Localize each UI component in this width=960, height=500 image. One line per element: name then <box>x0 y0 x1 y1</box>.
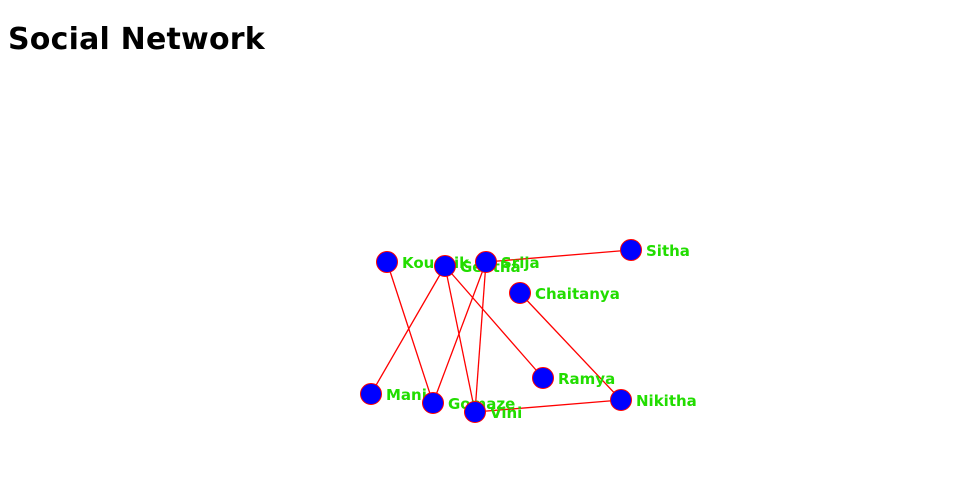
node-vini[interactable]: Vini <box>464 401 523 423</box>
node-circle-sitha[interactable] <box>620 239 642 261</box>
node-circle-vini[interactable] <box>464 401 486 423</box>
node-mani[interactable]: Mani <box>360 383 427 405</box>
node-label-srija: Srija <box>501 254 540 272</box>
edge-vini-nikitha <box>474 399 622 413</box>
node-label-ramya: Ramya <box>558 370 615 388</box>
edge-srija-vini <box>474 261 487 413</box>
node-label-vini: Vini <box>490 404 522 422</box>
node-label-nikitha: Nikitha <box>636 392 697 410</box>
nodes-layer: KoushikGeethaSrijaSithaChaitanyaRamyaMan… <box>360 239 697 423</box>
node-koushik[interactable]: Koushik <box>376 251 471 273</box>
page-title: Social Network <box>8 22 265 57</box>
edge-srija-sitha <box>485 249 632 263</box>
edge-geetha-ramya <box>444 265 544 379</box>
node-circle-nikitha[interactable] <box>610 389 632 411</box>
node-chaitanya[interactable]: Chaitanya <box>509 282 620 304</box>
node-srija[interactable]: Srija <box>475 251 540 273</box>
node-circle-chaitanya[interactable] <box>509 282 531 304</box>
edges-layer <box>370 249 632 413</box>
node-ramya[interactable]: Ramya <box>532 367 616 389</box>
node-circle-mani[interactable] <box>360 383 382 405</box>
node-circle-gomaze[interactable] <box>422 392 444 414</box>
node-circle-geetha[interactable] <box>434 255 456 277</box>
node-sitha[interactable]: Sitha <box>620 239 690 261</box>
node-label-mani: Mani <box>386 386 427 404</box>
node-label-sitha: Sitha <box>646 242 690 260</box>
node-label-chaitanya: Chaitanya <box>535 285 620 303</box>
edge-srija-gomaze <box>432 261 487 404</box>
edge-chaitanya-nikitha <box>519 292 622 401</box>
node-circle-koushik[interactable] <box>376 251 398 273</box>
node-circle-ramya[interactable] <box>532 367 554 389</box>
node-nikitha[interactable]: Nikitha <box>610 389 697 411</box>
node-circle-srija[interactable] <box>475 251 497 273</box>
edge-koushik-gomaze <box>386 261 434 404</box>
edge-geetha-vini <box>444 265 476 413</box>
edge-geetha-mani <box>370 265 446 395</box>
